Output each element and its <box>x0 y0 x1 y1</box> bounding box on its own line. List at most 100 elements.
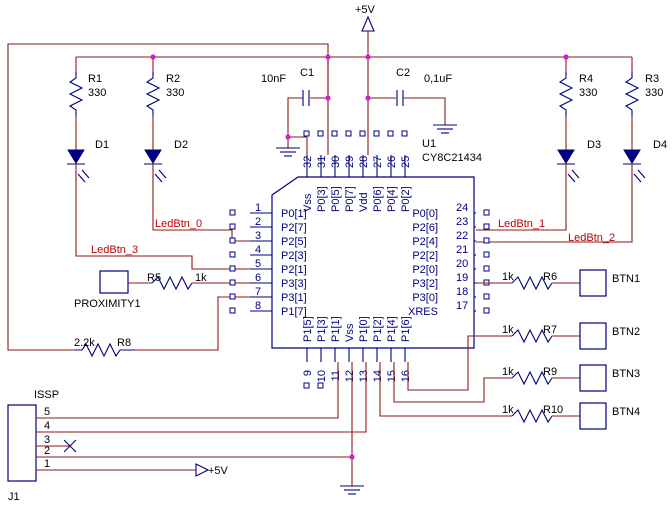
pin-name: P3[1] <box>281 292 307 304</box>
svg-text:BTN4: BTN4 <box>612 406 640 418</box>
pin-number: 4 <box>255 244 261 256</box>
svg-text:+5V: +5V <box>355 4 376 16</box>
pin-name: P0[1] <box>281 208 307 220</box>
svg-text:ISSP: ISSP <box>34 389 59 401</box>
resistor-r2: R2 330 <box>145 72 184 116</box>
pin-number: 13 <box>358 370 370 382</box>
pin-pad <box>483 237 490 244</box>
resistor-r8: 2.2k R8 <box>74 337 135 358</box>
pin-number: 25 <box>400 156 412 168</box>
pin-name: Vss <box>344 323 356 342</box>
pin-name: P3[3] <box>281 278 307 290</box>
svg-text:R10: R10 <box>543 404 563 416</box>
svg-text:LedBtn_0: LedBtn_0 <box>155 218 202 230</box>
pin-number: 17 <box>456 300 468 312</box>
pin-name: Vss <box>302 193 314 212</box>
pin-name: P0[6] <box>372 186 384 212</box>
pin-pad <box>229 209 236 216</box>
pin-number: 29 <box>344 156 356 168</box>
net-ledbtn-3: LedBtn_3 <box>75 164 250 270</box>
pin-name: P0[7] <box>344 186 356 212</box>
pin-number: 16 <box>400 370 412 382</box>
svg-text:C2: C2 <box>396 67 410 79</box>
pin-pad <box>317 130 324 137</box>
net-ledbtn-0: LedBtn_0 <box>152 164 250 242</box>
svg-text:BTN3: BTN3 <box>612 368 640 380</box>
pin-number: 14 <box>372 370 384 382</box>
pin-number: 5 <box>255 258 261 270</box>
svg-text:R5: R5 <box>147 272 161 284</box>
ground-symbol-c2 <box>433 124 457 134</box>
pin-number: 31 <box>316 156 328 168</box>
svg-text:C1: C1 <box>300 67 314 79</box>
svg-text:D4: D4 <box>653 139 667 151</box>
pin-number: 6 <box>255 272 261 284</box>
pin-name: P0[3] <box>316 186 328 212</box>
pin-number: 23 <box>456 216 468 228</box>
issp-pin-number: 3 <box>44 434 50 446</box>
svg-text:R7: R7 <box>543 324 557 336</box>
pin-pad <box>483 293 490 300</box>
ground-symbol-bottom <box>340 485 364 495</box>
pin-number: 2 <box>255 216 261 228</box>
issp-pin-number: 1 <box>44 458 50 470</box>
pin-pad <box>229 265 236 272</box>
pin-number: 27 <box>372 156 384 168</box>
svg-text:LedBtn_1: LedBtn_1 <box>498 218 545 230</box>
svg-text:330: 330 <box>579 87 597 99</box>
issp-pin-number: 5 <box>44 406 50 418</box>
pin-number: 20 <box>456 258 468 270</box>
pin-pad <box>359 130 366 137</box>
pin-pad <box>483 265 490 272</box>
pin-name: P0[4] <box>386 186 398 212</box>
svg-text:D3: D3 <box>587 139 601 151</box>
pin-name: XRES <box>408 306 438 318</box>
pin-number: 12 <box>344 370 356 382</box>
pin-name: P3[2] <box>412 278 438 290</box>
pin-name: P1[4] <box>386 316 398 342</box>
vplus-power-symbol: +5V <box>355 4 376 40</box>
pin-pad <box>229 307 236 314</box>
svg-text:BTN1: BTN1 <box>612 273 640 285</box>
pin-number: 7 <box>255 286 261 298</box>
resistor-r4: R4 330 <box>558 72 597 116</box>
svg-text:+5V: +5V <box>208 465 229 477</box>
svg-text:J1: J1 <box>8 491 20 503</box>
pin-number: 9 <box>302 370 314 376</box>
net-ledbtn-1: LedBtn_1 <box>476 164 567 231</box>
diode-d1: D1 <box>67 116 109 183</box>
junction-dots <box>150 54 569 460</box>
svg-text:1k: 1k <box>502 366 514 378</box>
ground-symbol-c1 <box>276 147 300 157</box>
svg-text:CY8C21434: CY8C21434 <box>422 152 482 164</box>
pin-pad <box>387 130 394 137</box>
pin-number: 21 <box>456 244 468 256</box>
resistor-r6: 1k R6 <box>502 271 580 291</box>
pin-name: P2[2] <box>412 250 438 262</box>
resistor-r3: R3 330 <box>624 72 663 116</box>
pin-name: P0[5] <box>330 186 342 212</box>
pin-pad <box>303 382 310 389</box>
svg-text:0,1uF: 0,1uF <box>424 73 452 85</box>
pin-pad <box>345 130 352 137</box>
pin-pad <box>229 279 236 286</box>
svg-text:1k: 1k <box>195 272 207 284</box>
svg-text:1k: 1k <box>502 404 514 416</box>
pin-name: P2[6] <box>412 222 438 234</box>
pin-name: P2[3] <box>281 250 307 262</box>
svg-text:1k: 1k <box>502 324 514 336</box>
pin-number: 19 <box>456 272 468 284</box>
supply-rail-wires <box>75 40 633 155</box>
pin-pad <box>229 223 236 230</box>
pin-name: P1[0] <box>358 316 370 342</box>
diode-d4: D4 <box>623 116 667 183</box>
diode-d3: D3 <box>557 116 601 183</box>
pin-pad <box>401 130 408 137</box>
proximity-sensor: PROXIMITY1 <box>74 270 141 310</box>
pin-pad <box>229 251 236 258</box>
issp-wires: +5V <box>36 362 367 486</box>
pin-name: P2[4] <box>412 236 438 248</box>
chip-u1: U1 CY8C21434 <box>271 138 482 349</box>
